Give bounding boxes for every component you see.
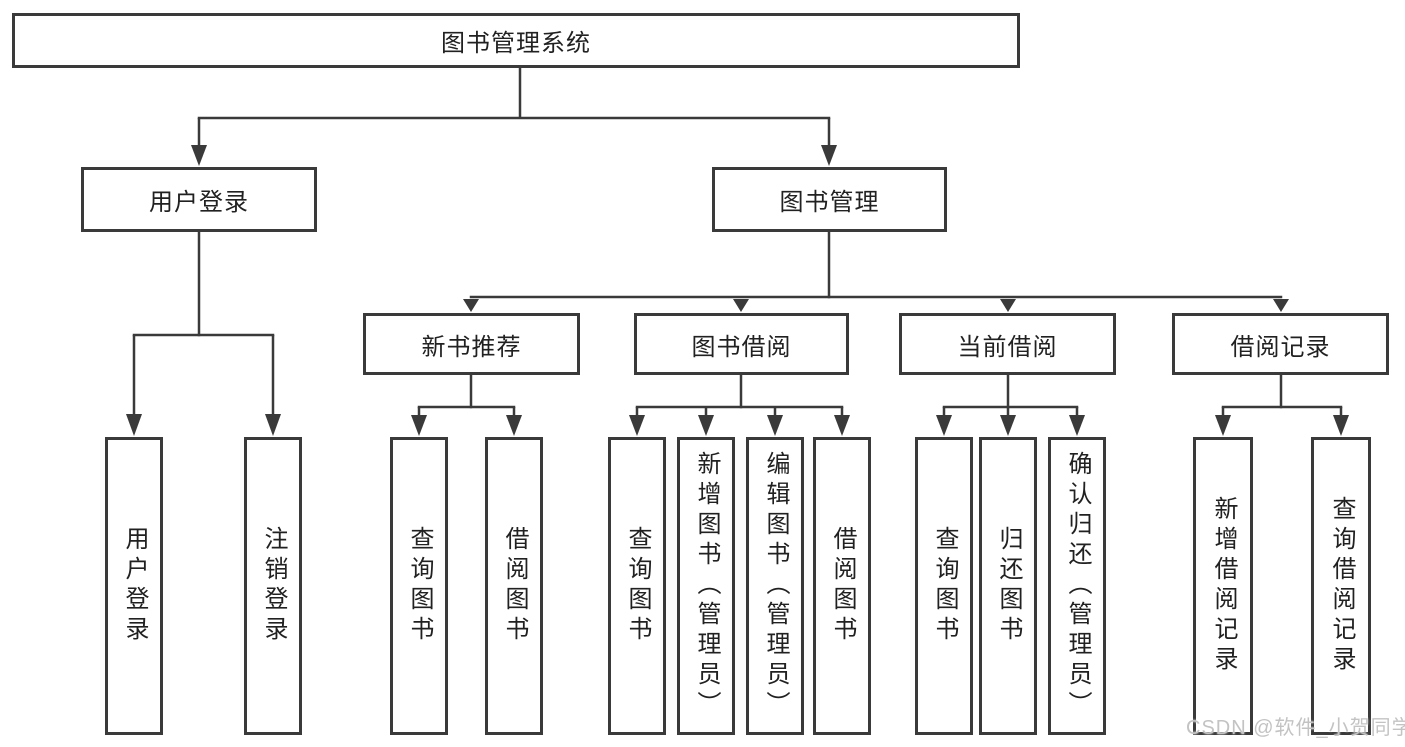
- node-current-borrow: 当前借阅: [899, 313, 1116, 375]
- leaf-return-books: 归还图书: [979, 437, 1037, 735]
- node-system-root: 图书管理系统: [12, 13, 1020, 68]
- node-label: 确认归还（管理员）: [1064, 451, 1091, 721]
- node-label: 图书管理系统: [441, 30, 591, 57]
- leaf-query-books-current: 查询图书: [915, 437, 973, 735]
- node-book-borrow: 图书借阅: [634, 313, 849, 375]
- node-label: 新增借阅记录: [1210, 496, 1237, 676]
- leaf-edit-books-admin: 编辑图书（管理员）: [746, 437, 804, 735]
- leaf-borrow-books: 借阅图书: [813, 437, 871, 735]
- edge-book-borrow-to-leaves: [629, 375, 850, 436]
- node-label: 新书推荐: [421, 333, 522, 361]
- edge-book-management-to-level3: [463, 232, 1289, 312]
- leaf-add-books-admin: 新增图书（管理员）: [677, 437, 735, 735]
- node-label: 查询图书: [624, 526, 651, 646]
- node-label: 图书借阅: [691, 333, 792, 361]
- node-label: 当前借阅: [957, 333, 1058, 361]
- node-label: 注销登录: [260, 526, 287, 646]
- node-label: 编辑图书（管理员）: [762, 451, 789, 721]
- node-label: 用户登录: [121, 526, 148, 646]
- leaf-confirm-return-admin: 确认归还（管理员）: [1048, 437, 1106, 735]
- node-new-book-recommend: 新书推荐: [363, 313, 580, 375]
- node-user-login: 用户登录: [81, 167, 317, 232]
- leaf-borrow-books-recommend: 借阅图书: [485, 437, 543, 735]
- leaf-query-books-borrow: 查询图书: [608, 437, 666, 735]
- leaf-user-login: 用户登录: [105, 437, 163, 735]
- node-label: 用户登录: [149, 189, 249, 216]
- leaf-logout: 注销登录: [244, 437, 302, 735]
- node-borrow-records: 借阅记录: [1172, 313, 1389, 375]
- node-label: 查询图书: [406, 526, 433, 646]
- node-label: 归还图书: [995, 526, 1022, 646]
- edge-user-login-to-leaves: [126, 232, 281, 436]
- node-label: 图书管理: [779, 189, 880, 216]
- node-label: 查询图书: [931, 526, 958, 646]
- csdn-watermark: CSDN @软件_小贺同学: [1186, 717, 1405, 739]
- node-label: 借阅图书: [829, 526, 856, 646]
- edge-new-book-recommend-to-leaves: [411, 375, 522, 436]
- edge-current-borrow-to-leaves: [936, 375, 1085, 436]
- edge-root-to-level2: [191, 68, 837, 166]
- node-book-management: 图书管理: [712, 167, 947, 232]
- leaf-query-books-recommend: 查询图书: [390, 437, 448, 735]
- leaf-query-borrow-record: 查询借阅记录: [1311, 437, 1371, 735]
- edge-borrow-records-to-leaves: [1215, 375, 1349, 436]
- node-label: 借阅图书: [501, 526, 528, 646]
- node-label: 借阅记录: [1230, 333, 1331, 361]
- leaf-add-borrow-record: 新增借阅记录: [1193, 437, 1253, 735]
- node-label: 查询借阅记录: [1328, 496, 1355, 676]
- node-label: 新增图书（管理员）: [693, 451, 720, 721]
